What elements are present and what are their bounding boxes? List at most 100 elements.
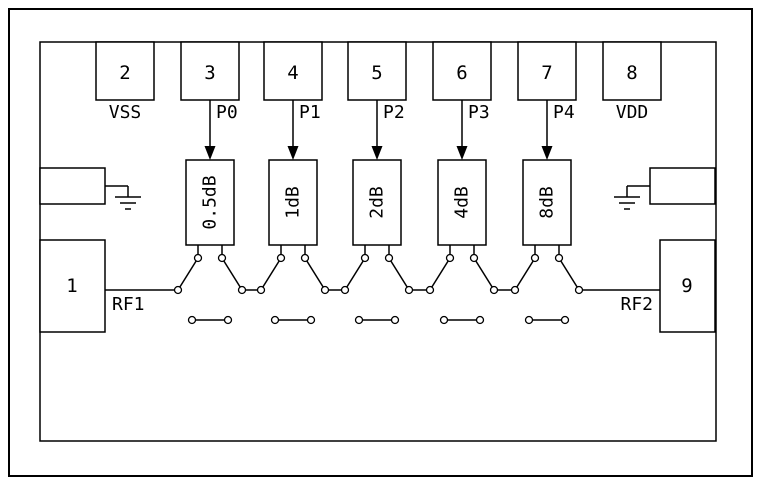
switch-contact xyxy=(574,285,584,295)
pin-rf2: 9 RF2 xyxy=(620,239,716,333)
attenuator-box xyxy=(437,159,487,246)
pin-number: 1 xyxy=(66,275,77,297)
pin-number: 4 xyxy=(287,62,298,84)
pin-number: 7 xyxy=(541,62,552,84)
ground-icon xyxy=(614,196,640,210)
pin-number: 6 xyxy=(456,62,467,84)
pin-box xyxy=(517,41,577,101)
right-ground-branch xyxy=(614,167,716,210)
pin-p4: 7 P4 xyxy=(517,41,577,160)
attenuator-label: 2dB xyxy=(367,186,388,219)
arrow-down-icon xyxy=(541,146,553,160)
switch-contact xyxy=(469,253,479,263)
bypass-contact xyxy=(270,315,280,325)
switch-arm xyxy=(473,257,495,291)
switch-contact xyxy=(217,253,227,263)
pin-box xyxy=(432,41,492,101)
switch-contact xyxy=(300,253,310,263)
attenuator-stage-0: 0.5dB xyxy=(173,159,247,325)
pin-label: VSS xyxy=(109,102,142,123)
attenuator-box xyxy=(522,159,572,246)
bypass-contact xyxy=(354,315,364,325)
attenuator-stage-2: 2dB xyxy=(340,159,414,325)
switch-contact xyxy=(384,253,394,263)
pin-p3: 6 P3 xyxy=(432,41,492,160)
attenuator-box xyxy=(268,159,318,246)
switch-contact xyxy=(173,285,183,295)
pin-vss: 2 VSS xyxy=(95,41,155,123)
attenuator-box xyxy=(185,159,235,246)
switch-contact xyxy=(360,253,370,263)
switch-contact xyxy=(530,253,540,263)
switch-arm xyxy=(514,257,536,291)
switch-contact xyxy=(340,285,350,295)
switch-contact xyxy=(425,285,435,295)
switch-arm xyxy=(429,257,451,291)
switch-contact xyxy=(445,253,455,263)
switch-contact xyxy=(489,285,499,295)
arrow-down-icon xyxy=(287,146,299,160)
switch-contact xyxy=(256,285,266,295)
bypass-contact xyxy=(187,315,197,325)
switch-arm xyxy=(304,257,326,291)
pin-box xyxy=(659,239,716,333)
switch-contact xyxy=(404,285,414,295)
pin-number: 5 xyxy=(371,62,382,84)
attenuator-label: 0.5dB xyxy=(200,175,221,229)
bypass-contact xyxy=(306,315,316,325)
switch-arm xyxy=(344,257,366,291)
switch-arm xyxy=(177,257,199,291)
attenuator-stage-4: 8dB xyxy=(510,159,584,325)
bypass-contact xyxy=(439,315,449,325)
switch-contact xyxy=(510,285,520,295)
pin-label: RF1 xyxy=(112,294,145,315)
pin-p2: 5 P2 xyxy=(347,41,407,160)
pin-label: VDD xyxy=(616,102,649,123)
attenuator-label: 1dB xyxy=(283,186,304,219)
ground-pad-box xyxy=(649,167,716,205)
switch-arm xyxy=(388,257,410,291)
attenuator-label: 8dB xyxy=(537,186,558,219)
attenuator-stage-1: 1dB xyxy=(256,159,330,325)
switch-arm xyxy=(558,257,580,291)
pin-number: 8 xyxy=(626,62,637,84)
ground-pad-box xyxy=(39,167,106,205)
left-ground-branch xyxy=(39,167,141,210)
switch-arm xyxy=(221,257,243,291)
pin-number: 3 xyxy=(204,62,215,84)
bypass-contact xyxy=(223,315,233,325)
pin-label: P3 xyxy=(468,102,490,123)
pin-label: P2 xyxy=(383,102,405,123)
attenuator-label: 4dB xyxy=(452,186,473,219)
ground-icon xyxy=(115,196,141,210)
switch-contact xyxy=(276,253,286,263)
pin-box xyxy=(39,239,106,333)
bypass-contact xyxy=(560,315,570,325)
pin-label: P4 xyxy=(553,102,575,123)
switch-contact xyxy=(237,285,247,295)
attenuator-stage-3: 4dB xyxy=(425,159,499,325)
pin-p0: 3 P0 xyxy=(180,41,240,160)
outer-frame xyxy=(8,8,753,477)
arrow-down-icon xyxy=(456,146,468,160)
arrow-down-icon xyxy=(204,146,216,160)
bypass-contact xyxy=(524,315,534,325)
attenuator-box xyxy=(352,159,402,246)
pin-rf1: 1 RF1 xyxy=(39,239,145,333)
pin-label: P0 xyxy=(216,102,238,123)
pin-box xyxy=(95,41,155,101)
pin-label: RF2 xyxy=(620,294,653,315)
pin-vdd: 8 VDD xyxy=(602,41,662,123)
pin-box xyxy=(602,41,662,101)
bypass-contact xyxy=(390,315,400,325)
bypass-contact xyxy=(475,315,485,325)
pin-label: P1 xyxy=(299,102,321,123)
arrow-down-icon xyxy=(371,146,383,160)
switch-contact xyxy=(554,253,564,263)
pin-number: 9 xyxy=(681,275,692,297)
pin-p1: 4 P1 xyxy=(263,41,323,160)
pin-number: 2 xyxy=(119,62,130,84)
switch-contact xyxy=(320,285,330,295)
